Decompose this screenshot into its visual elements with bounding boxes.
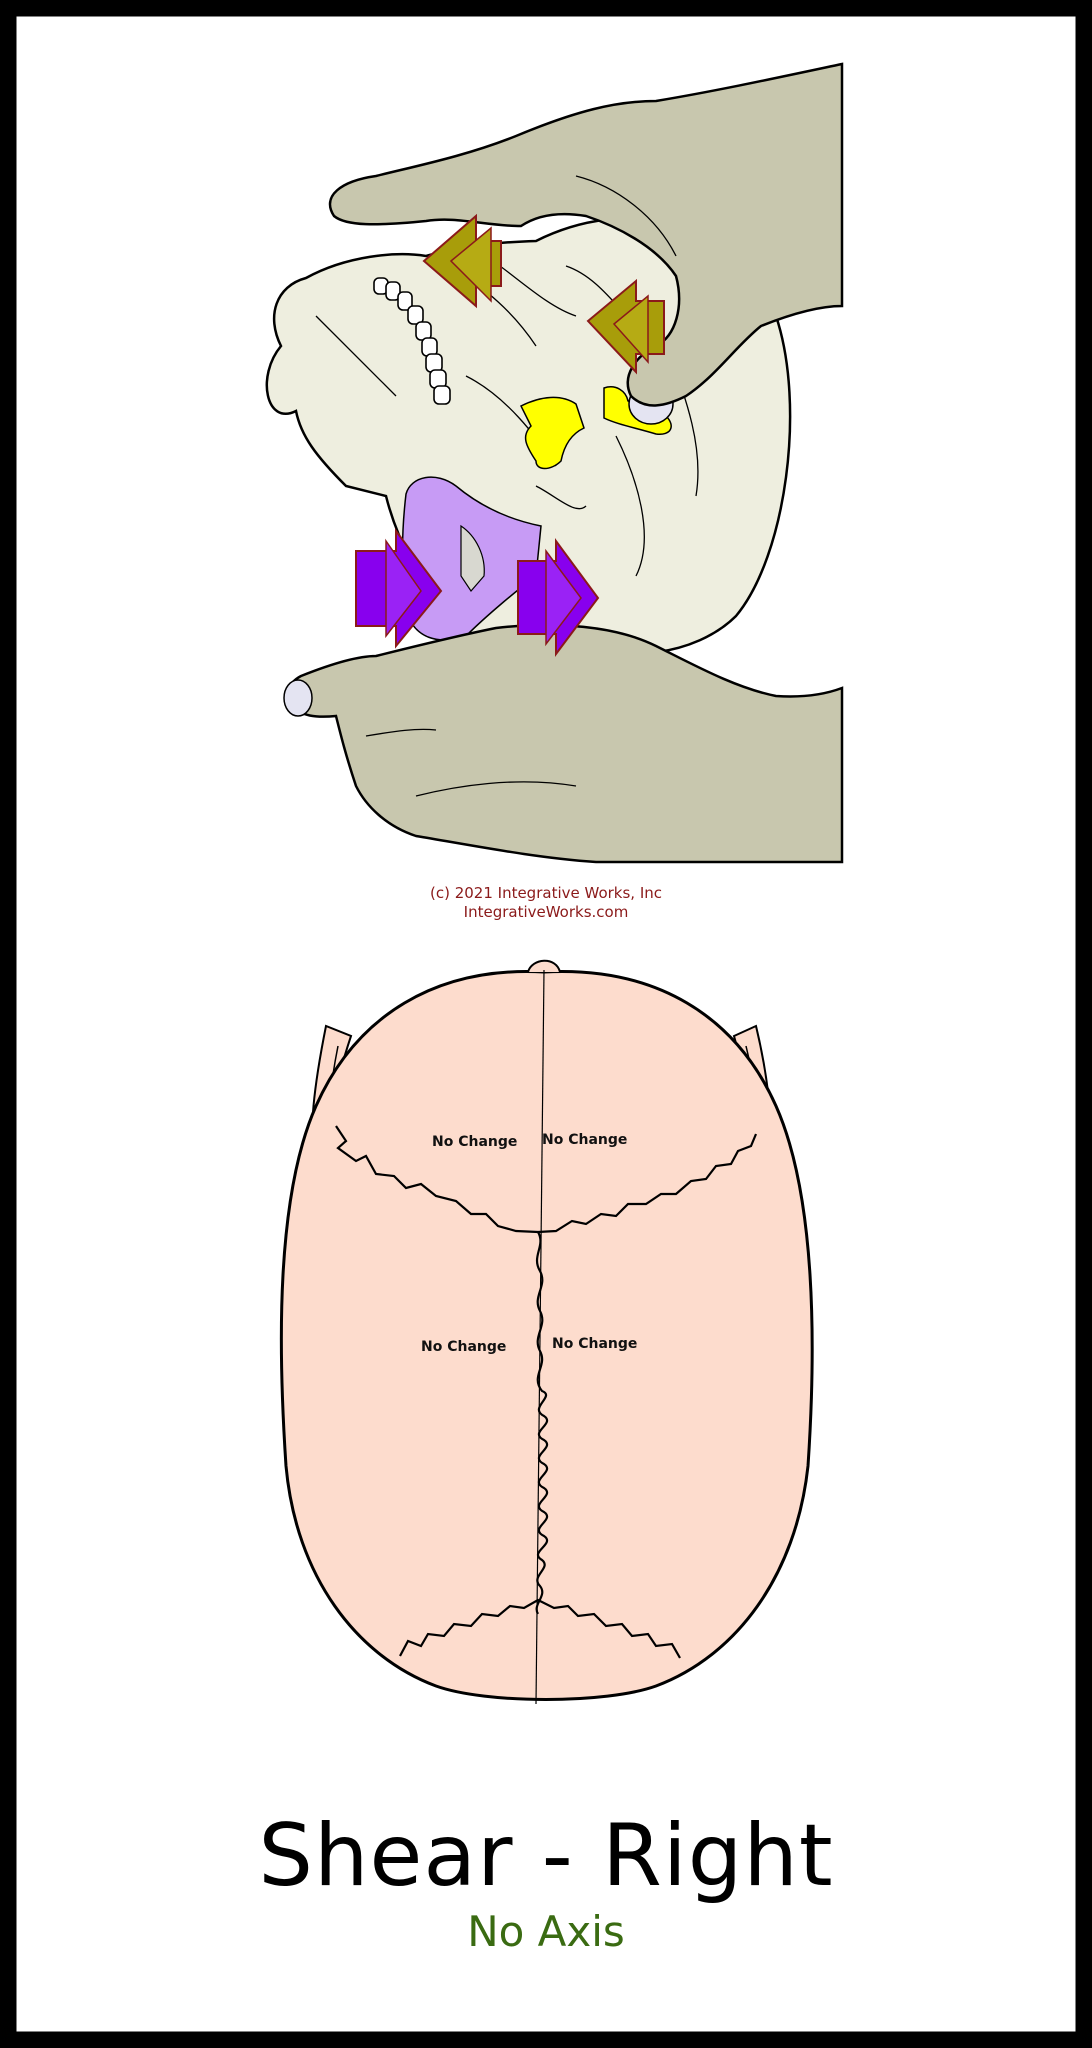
copyright-line: (c) 2021 Integrative Works, Inc xyxy=(429,884,663,902)
copyright: (c) 2021 Integrative Works, Inc Integrat… xyxy=(16,884,1076,922)
arrow-right-icon xyxy=(517,537,600,657)
arrow-left-icon xyxy=(586,278,665,375)
lambdoid-suture xyxy=(399,1598,681,1659)
arrow-left-icon xyxy=(422,213,502,309)
label-frontal-left: No Change xyxy=(432,1134,518,1150)
skull-top-outline xyxy=(279,970,814,1701)
label-parietal-left: No Change xyxy=(421,1339,507,1355)
illustration xyxy=(16,16,1076,2032)
thumbnail-lower xyxy=(283,679,313,717)
page: (c) 2021 Integrative Works, Inc Integrat… xyxy=(16,16,1076,2032)
label-parietal-right: No Change xyxy=(552,1336,638,1352)
page-subtitle: No Axis xyxy=(467,1907,625,1956)
lower-hand xyxy=(286,623,844,864)
page-title: Shear - Right xyxy=(258,1806,834,1906)
teeth xyxy=(373,277,451,405)
arrow-right-icon xyxy=(355,528,443,649)
superior-skull-view xyxy=(279,959,814,1705)
upper-hand xyxy=(328,62,844,407)
coronal-suture xyxy=(335,1125,758,1234)
sagittal-suture xyxy=(535,1231,548,1615)
sphenoid-highlight-left xyxy=(519,396,585,470)
website-line: IntegrativeWorks.com xyxy=(463,903,629,921)
label-frontal-right: No Change xyxy=(542,1132,628,1148)
